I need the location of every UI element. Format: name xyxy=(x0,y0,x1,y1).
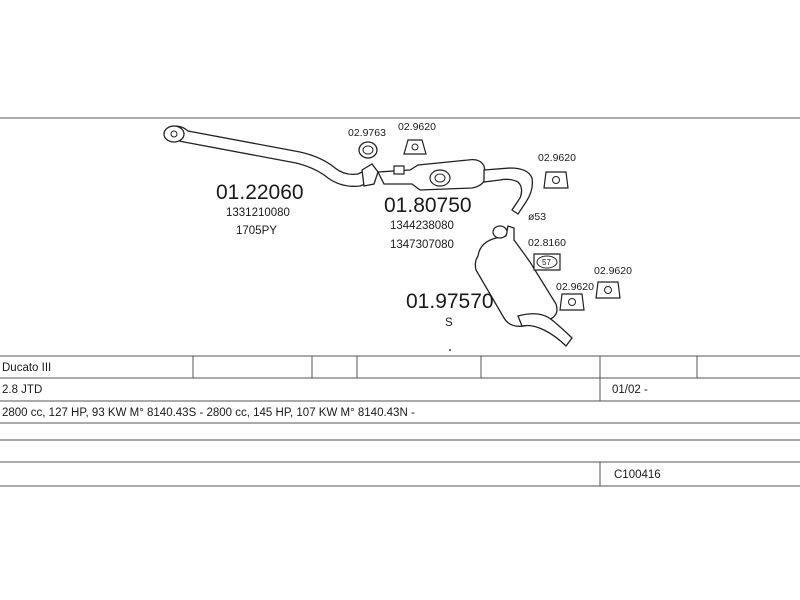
gasket-drawing[interactable] xyxy=(358,141,378,159)
hanger-c-number: 02.9620 xyxy=(556,281,594,293)
hanger-b-drawing[interactable] xyxy=(543,171,569,189)
diameter-label: ø53 xyxy=(528,211,546,223)
vehicle-table-grid xyxy=(0,355,800,487)
hanger-b-number: 02.9620 xyxy=(538,152,576,164)
front-pipe-number: 01.22060 xyxy=(216,181,304,204)
middle-silencer-code-2: 1347307080 xyxy=(390,239,454,251)
middle-silencer-number: 01.80750 xyxy=(384,194,472,217)
hanger-d-number: 02.9620 xyxy=(594,265,632,277)
front-pipe-drawing[interactable] xyxy=(163,125,379,187)
clamp-drawing[interactable] xyxy=(533,253,561,271)
clamp-badge: 57 xyxy=(542,258,551,267)
middle-silencer-code-1: 1344238080 xyxy=(390,220,454,232)
hanger-d-drawing[interactable] xyxy=(595,281,621,299)
middle-silencer-drawing[interactable] xyxy=(376,158,534,215)
table-spec: 2800 cc, 127 HP, 93 KW M° 8140.43S - 280… xyxy=(2,407,415,419)
table-kit-code: C100416 xyxy=(614,469,661,481)
stray-dot xyxy=(449,349,451,351)
gasket-number: 02.9763 xyxy=(348,127,386,139)
rear-silencer-number: 01.97570 xyxy=(406,290,494,313)
table-model: Ducato III xyxy=(2,362,51,374)
clamp-number: 02.8160 xyxy=(528,237,566,249)
table-date: 01/02 - xyxy=(612,384,648,396)
rear-silencer-drawing[interactable] xyxy=(474,225,573,347)
hanger-a-number: 02.9620 xyxy=(398,121,436,133)
hanger-c-drawing[interactable] xyxy=(559,293,585,311)
hanger-a-drawing[interactable] xyxy=(403,139,427,155)
table-engine: 2.8 JTD xyxy=(2,384,42,396)
front-pipe-code-2: 1705PY xyxy=(236,225,277,237)
front-pipe-code-1: 1331210080 xyxy=(226,207,290,219)
rear-silencer-suffix: S xyxy=(445,317,453,329)
